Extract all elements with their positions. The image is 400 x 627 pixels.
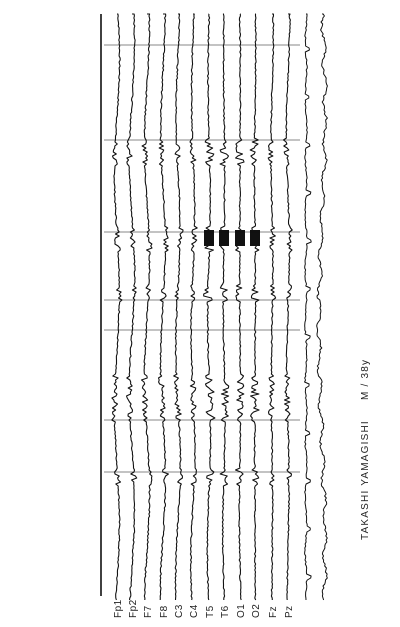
subject-info: M / 38y: [360, 358, 371, 400]
eeg-trace-5: [173, 13, 184, 601]
channel-label-c3: C3: [174, 604, 185, 618]
eeg-trace-extra: [304, 13, 312, 601]
channel-label-o2: O2: [251, 603, 262, 618]
channel-label-t5: T5: [205, 605, 216, 618]
eeg-trace-12: [282, 13, 293, 601]
subject-name: TAKASHI YAMAGISHI: [360, 420, 371, 540]
burst-mark: [219, 230, 229, 246]
burst-mark: [250, 230, 260, 246]
eeg-trace-1: [111, 13, 123, 601]
channel-label-pz: Pz: [284, 605, 295, 618]
burst-mark: [235, 230, 245, 246]
eeg-trace-11: [267, 13, 277, 601]
channel-label-f7: F7: [143, 605, 154, 618]
eeg-trace-6: [189, 13, 198, 601]
channel-label-o1: O1: [236, 603, 247, 618]
eeg-trace-7: [203, 13, 216, 601]
eeg-trace-9: [234, 13, 245, 601]
channel-label-t6: T6: [220, 605, 231, 618]
eeg-trace-3: [140, 13, 153, 601]
channel-label-fz: Fz: [268, 605, 279, 618]
eeg-trace-4: [157, 13, 169, 601]
eeg-trace-ecg: [316, 13, 328, 601]
burst-mark: [204, 230, 214, 246]
eeg-trace-8: [219, 13, 230, 600]
channel-label-fp2: Fp2: [128, 599, 139, 618]
channel-label-fp1: Fp1: [113, 599, 124, 618]
eeg-trace-10: [249, 13, 260, 601]
eeg-trace-2: [125, 13, 138, 601]
channel-label-f8: F8: [159, 605, 170, 618]
channel-label-c4: C4: [189, 604, 200, 618]
